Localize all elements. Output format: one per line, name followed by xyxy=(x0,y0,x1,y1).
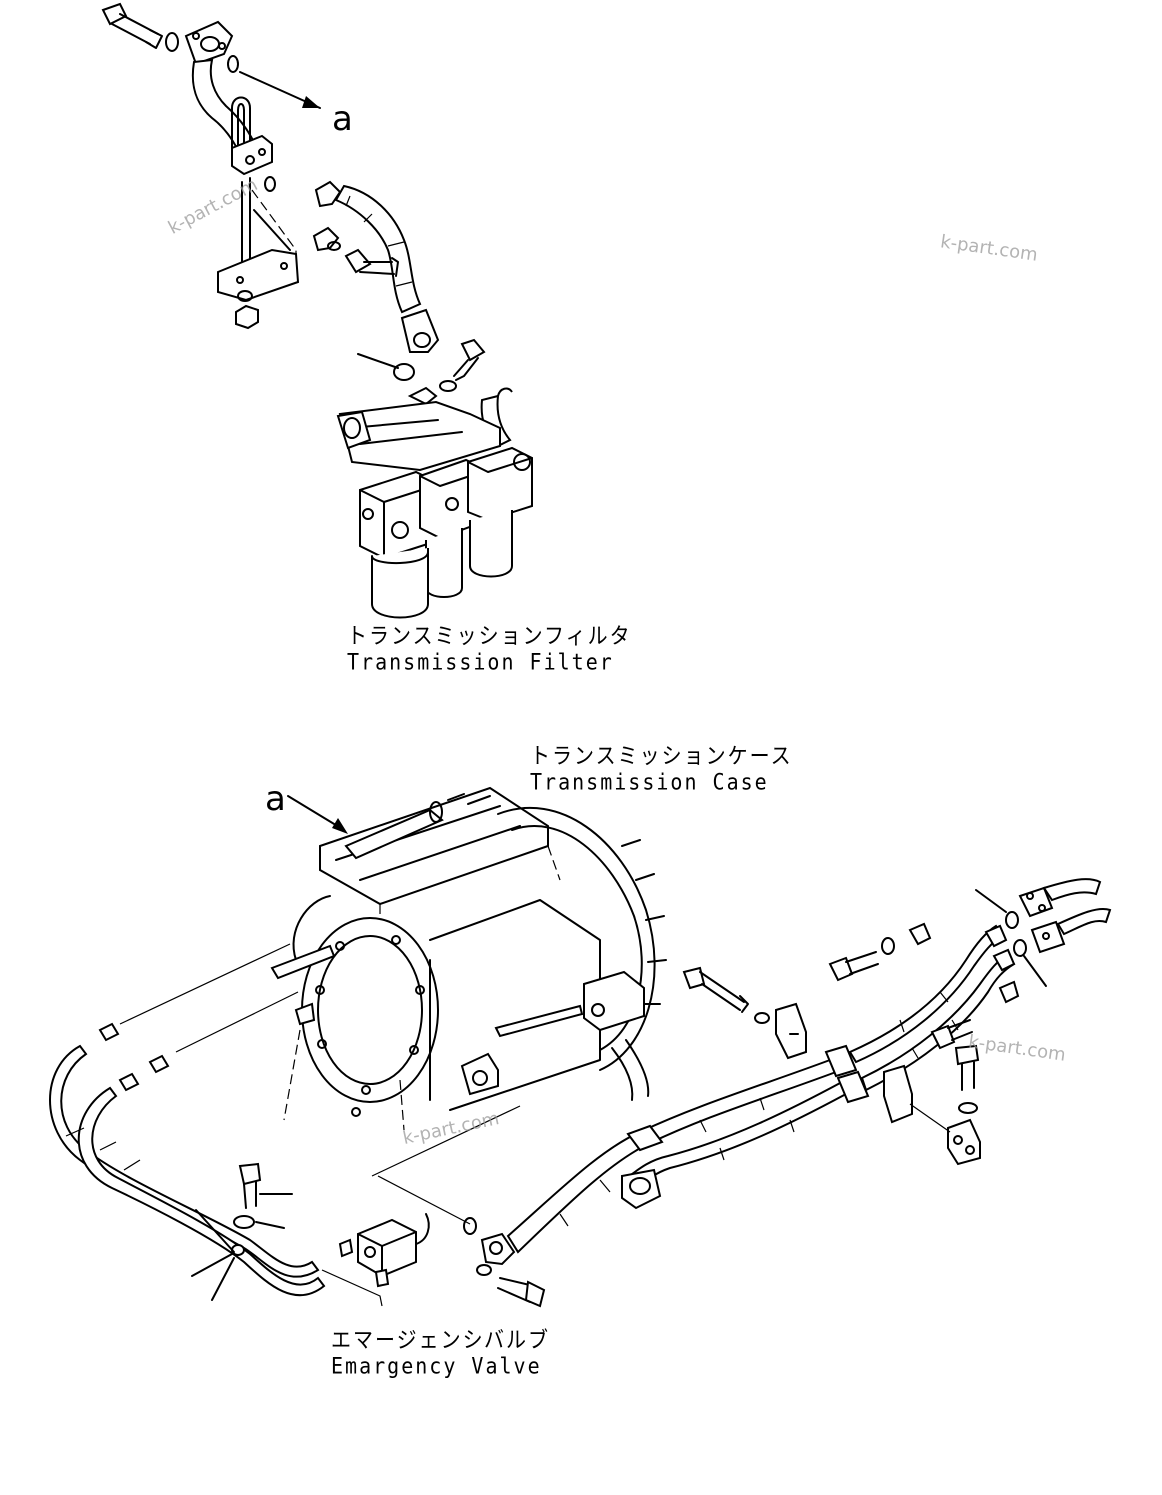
o-ring xyxy=(393,363,415,381)
transmission-case-drawing xyxy=(270,786,667,1131)
flange-bolt xyxy=(497,1277,546,1308)
hose-clip-bracket xyxy=(775,1002,807,1060)
leader-line xyxy=(357,353,399,369)
tube-clamp-block xyxy=(231,134,273,176)
washer xyxy=(754,1012,770,1024)
hose-clamp xyxy=(836,1070,870,1104)
flange-bolt xyxy=(453,338,486,381)
plug-fitting xyxy=(374,1268,390,1288)
flange-bolt xyxy=(954,1044,980,1091)
case-fitting xyxy=(460,1052,499,1096)
split-flange-top xyxy=(184,20,234,66)
leader-line xyxy=(1023,955,1047,987)
washer xyxy=(237,290,253,302)
leader-line xyxy=(211,1257,235,1301)
u-bolt xyxy=(231,96,251,151)
elbow-fitting xyxy=(338,1238,354,1258)
flange-bolt xyxy=(682,966,749,1013)
flange-fitting-right-2 xyxy=(1030,920,1066,954)
hose-clip-bracket xyxy=(883,1064,913,1124)
upper-tube-assembly xyxy=(101,2,486,406)
filter-canister-3 xyxy=(469,510,513,578)
emergency-hose-2 xyxy=(77,1086,326,1297)
o-ring xyxy=(264,176,276,192)
callout-arrow-head xyxy=(332,818,348,834)
bell-housing xyxy=(497,807,656,1071)
washer xyxy=(165,32,179,52)
callout-a-lower: a xyxy=(265,779,286,819)
guide-line xyxy=(321,1269,383,1307)
leader-line xyxy=(191,1253,233,1277)
emergency-valve-body xyxy=(357,1213,430,1278)
o-ring xyxy=(227,55,239,73)
elbow-fitting-right xyxy=(621,1168,662,1210)
case-flange-ring xyxy=(301,917,439,1103)
washer xyxy=(233,1215,255,1229)
case-body xyxy=(429,899,601,1111)
case-label-en: Transmission Case xyxy=(530,768,769,795)
hose-end-fitting xyxy=(400,308,440,353)
flange-bolt xyxy=(930,1019,973,1050)
lower-hose-assembly xyxy=(476,878,1112,1308)
o-ring xyxy=(1005,911,1019,929)
filter-canister-1 xyxy=(371,548,429,619)
filter-label-jp: トランスミッションフィルタ xyxy=(347,622,632,649)
leader-line xyxy=(195,1209,235,1253)
hose-split-flange xyxy=(312,180,342,252)
washer xyxy=(476,1264,492,1276)
callout-a-upper: a xyxy=(332,99,353,139)
valve-label-jp: エマージェンシバルブ xyxy=(331,1326,550,1353)
washer xyxy=(881,937,895,955)
case-top-pipe xyxy=(344,808,444,860)
hose-clamp xyxy=(824,1044,858,1078)
guide-line xyxy=(119,943,291,1025)
hose-to-flange-2 xyxy=(860,952,1016,1092)
guide-line xyxy=(377,1175,471,1225)
guide-line xyxy=(175,991,299,1053)
o-ring xyxy=(1013,939,1027,957)
transmission-filter-drawing xyxy=(336,387,533,619)
clamp-plate xyxy=(947,1118,981,1166)
leader-line xyxy=(255,1221,285,1229)
emergency-valve-assembly xyxy=(49,943,521,1307)
upper-hose xyxy=(334,184,422,314)
split-flange-lower xyxy=(480,1232,516,1266)
callout-arrow-head xyxy=(302,96,320,108)
flange-bolt xyxy=(101,2,163,49)
valve-label-en: Emargency Valve xyxy=(331,1352,542,1379)
banjo-fitting xyxy=(231,1244,245,1256)
flange-half xyxy=(407,386,438,406)
washer xyxy=(439,380,457,392)
o-ring xyxy=(463,1217,477,1235)
filter-head-3 xyxy=(467,446,533,522)
case-valve-block xyxy=(583,970,645,1032)
mounting-bracket xyxy=(217,177,300,302)
leader-line xyxy=(975,889,1007,913)
washer xyxy=(958,1102,978,1114)
nut xyxy=(235,304,259,330)
filter-canister-2 xyxy=(425,528,463,598)
case-label-jp: トランスミッションケース xyxy=(530,742,793,769)
banjo-bolt xyxy=(238,1162,262,1209)
guide-line xyxy=(371,1105,521,1177)
flange-fitting-right-1 xyxy=(1018,886,1054,918)
case-left-pipe xyxy=(292,895,331,961)
flange-bolt xyxy=(344,248,399,277)
filter-label-en: Transmission Filter xyxy=(347,648,614,675)
flange-bolt xyxy=(828,951,879,982)
